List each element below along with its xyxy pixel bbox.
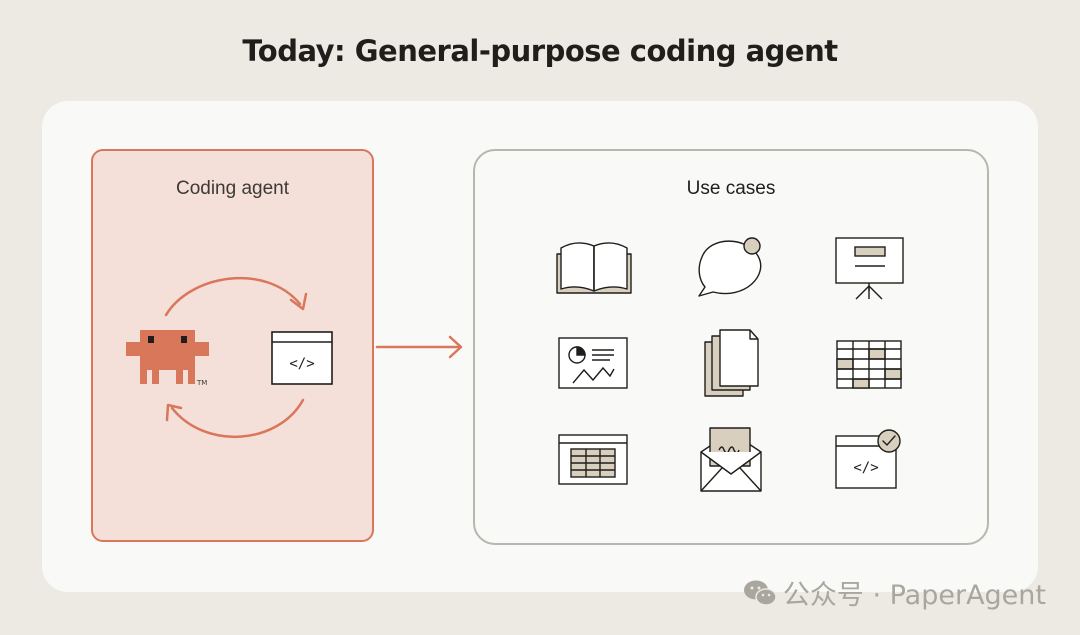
spreadsheet-window-icon [558,434,628,485]
crab-mascot-icon: TM [126,330,209,387]
envelope-letter-icon [700,427,762,492]
book-icon [556,242,632,294]
flow-arrow [375,335,463,359]
presentation-board-icon [835,237,904,300]
documents-stack-icon [704,329,759,397]
use-cases-label: Use cases [686,178,776,199]
code-glyph: </> [853,460,878,476]
code-glyph: </> [289,356,314,372]
code-window-icon: </> [271,331,333,385]
cycle-arrow-icon [164,276,308,438]
watermark-text: 公众号 · PaperAgent [782,580,1046,611]
trademark-mark: TM [196,379,207,387]
calendar-grid-icon [836,340,902,389]
page-title: Today: General-purpose coding agent [242,34,838,68]
watermark: 公众号 · PaperAgent [743,573,1046,612]
analytics-report-icon [558,337,628,389]
chat-bubble-icon [698,237,762,297]
coding-agent-label: Coding agent [175,178,290,199]
wechat-icon [743,580,777,606]
code-window-check-icon: </> [835,429,901,489]
